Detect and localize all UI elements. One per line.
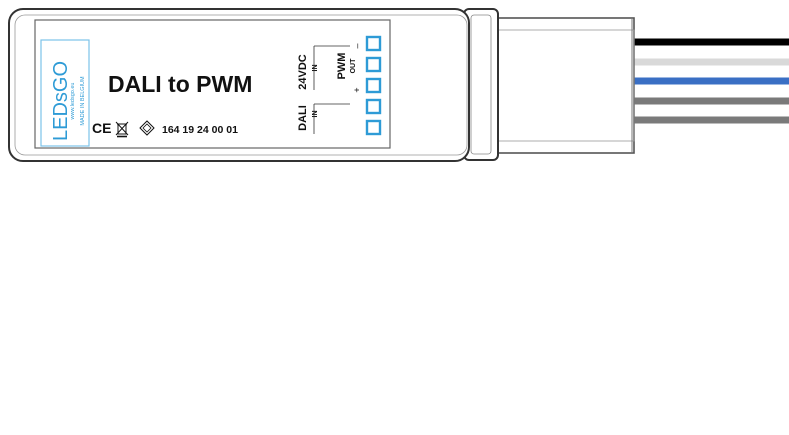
- supply-label: 24VDC: [297, 54, 309, 90]
- terminal-1: [365, 35, 382, 52]
- ce-mark-icon: CE: [92, 120, 111, 136]
- brand-logo: LEDsGO: [50, 61, 72, 141]
- supply-sub-label: IN: [312, 65, 319, 72]
- svg-text:CE: CE: [92, 120, 111, 136]
- plus-sign: +: [352, 87, 362, 92]
- pwm-label: PWM: [336, 53, 348, 80]
- minus-sign: –: [352, 43, 362, 48]
- end-cap-ridge: [470, 14, 492, 155]
- label-plate: [34, 19, 391, 149]
- brand-url: www.ledsgo.eu: [70, 83, 76, 121]
- dali-sub-label: IN: [312, 111, 319, 118]
- housing-inner-edge: [14, 14, 468, 156]
- terminal-4: [365, 98, 382, 115]
- cable-sleeve: [493, 17, 635, 154]
- part-number: 164 19 24 00 01: [162, 124, 238, 136]
- terminal-5: [365, 119, 382, 136]
- terminal-3: [365, 77, 382, 94]
- terminal-2: [365, 56, 382, 73]
- weee-bin-icon: [115, 121, 129, 138]
- pwm-sub-label: OUT: [350, 58, 357, 74]
- logo-box: [40, 39, 90, 147]
- terminal-block: [365, 35, 382, 136]
- product-title: DALI to PWM: [108, 71, 252, 97]
- class-iii-icon: [139, 120, 155, 136]
- dali-label: DALI: [297, 105, 309, 131]
- made-in-label: MADE IN BELGIUM: [80, 76, 86, 126]
